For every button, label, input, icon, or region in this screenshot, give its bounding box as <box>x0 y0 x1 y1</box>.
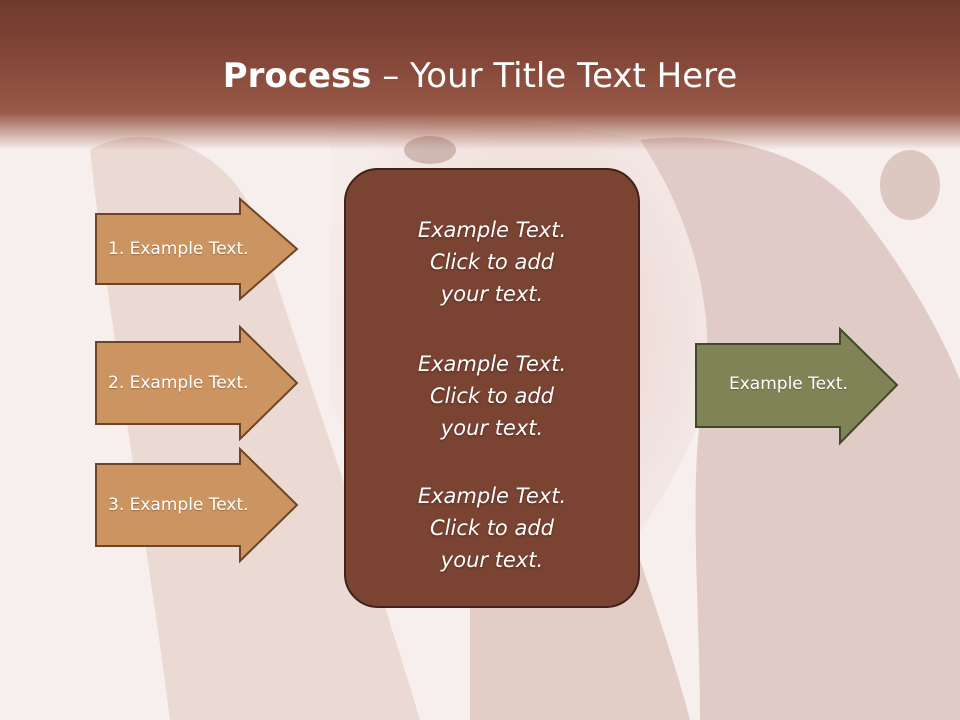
center-text-line: Example Text. <box>417 352 567 376</box>
right-arrow-label: Example Text. <box>729 374 848 394</box>
left-arrow-2[interactable]: 2. Example Text. <box>95 324 300 442</box>
left-arrow-1[interactable]: 1. Example Text. <box>95 196 300 302</box>
center-text-line: your text. <box>440 416 544 440</box>
center-text-line: your text. <box>440 548 544 572</box>
title-bar <box>0 0 960 150</box>
center-text-line: Example Text. <box>417 484 567 508</box>
center-text-block-3: Example Text. Click to add your text. <box>346 480 638 576</box>
left-arrow-2-label: 2. Example Text. <box>108 373 249 393</box>
center-text-line: Click to add <box>429 516 554 540</box>
center-content-box[interactable]: Example Text. Click to add your text. Ex… <box>344 168 640 608</box>
center-text-block-1: Example Text. Click to add your text. <box>346 214 638 310</box>
center-text-line: Click to add <box>429 384 554 408</box>
left-arrow-3[interactable]: 3. Example Text. <box>95 446 300 564</box>
slide-title[interactable]: Process – Your Title Text Here <box>0 54 960 98</box>
center-text-line: your text. <box>440 282 544 306</box>
left-arrow-1-label: 1. Example Text. <box>108 239 249 259</box>
title-bold: Process <box>222 56 372 96</box>
right-arrow[interactable]: Example Text. <box>695 326 900 446</box>
title-rest: – Your Title Text Here <box>371 56 738 96</box>
center-text-line: Click to add <box>429 250 554 274</box>
left-arrow-3-label: 3. Example Text. <box>108 495 249 515</box>
center-text-line: Example Text. <box>417 218 567 242</box>
center-text-block-2: Example Text. Click to add your text. <box>346 348 638 444</box>
